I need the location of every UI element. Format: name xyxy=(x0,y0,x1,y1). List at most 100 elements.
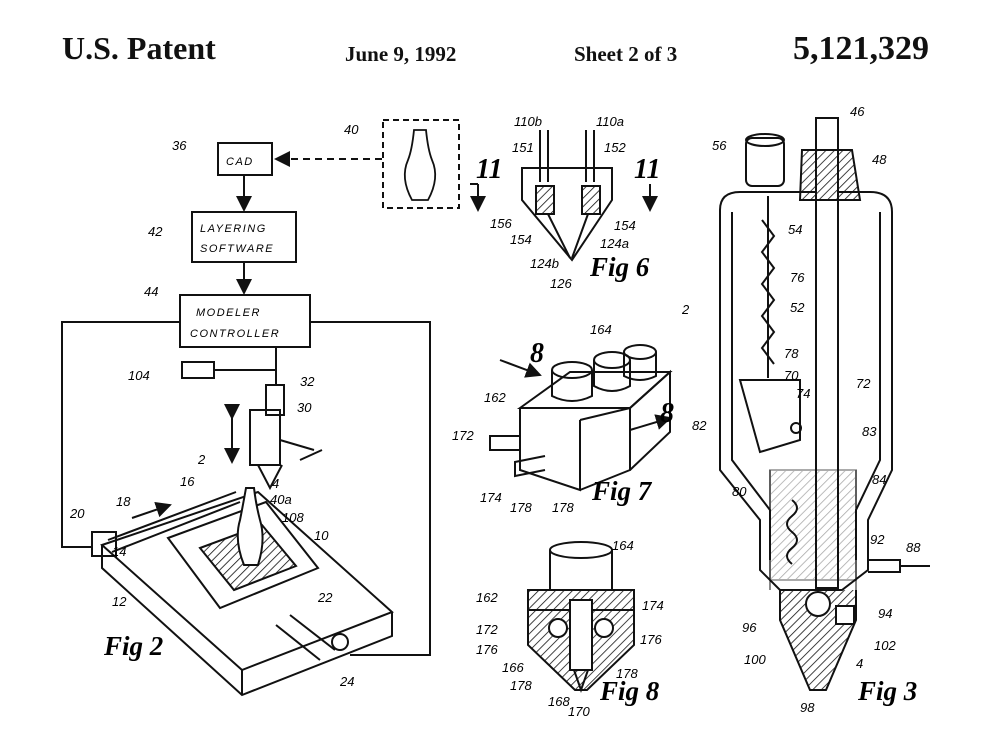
ref-2-fig3: 2 xyxy=(681,302,690,317)
ref-96: 96 xyxy=(742,620,757,635)
ref-54: 54 xyxy=(788,222,802,237)
ref-162-fig8: 162 xyxy=(476,590,498,605)
section-11-left: 11 xyxy=(476,154,502,185)
component-104 xyxy=(181,361,215,379)
figure-3-text: 46 56 48 54 76 52 2 78 70 74 72 82 83 80… xyxy=(681,104,921,715)
ref-22: 22 xyxy=(317,590,333,605)
layering-label: LAYERING xyxy=(200,223,267,235)
ref-172-fig8: 172 xyxy=(476,622,498,637)
ref-166: 166 xyxy=(502,660,524,675)
ref-124a: 124a xyxy=(600,236,629,251)
ref-156: 156 xyxy=(490,216,512,231)
ref-110a: 110a xyxy=(596,114,624,129)
figure-6 xyxy=(470,130,658,262)
patent-title: U.S. Patent xyxy=(62,30,216,66)
figure-8 xyxy=(527,541,635,694)
figure-3 xyxy=(719,117,930,691)
modeler-label: MODELER xyxy=(196,307,261,319)
ref-80: 80 xyxy=(732,484,747,499)
section-11-right: 11 xyxy=(634,154,660,185)
ref-10: 10 xyxy=(314,528,329,543)
ref-84: 84 xyxy=(872,472,886,487)
object-box xyxy=(382,119,460,209)
ref-16: 16 xyxy=(180,474,195,489)
ref-164: 164 xyxy=(590,322,612,337)
figure-6-text: 11 11 110b 110a 151 152 156 154 154 124a… xyxy=(476,114,660,291)
ref-178-fig8-right: 178 xyxy=(616,666,638,681)
ref-24: 24 xyxy=(339,674,354,689)
ref-176-right: 176 xyxy=(640,632,662,647)
sheet-number: Sheet 2 of 3 xyxy=(574,42,678,66)
section-8-left: 8 xyxy=(530,338,544,369)
ref-48: 48 xyxy=(872,152,887,167)
controller-label: CONTROLLER xyxy=(190,328,280,340)
ref-42: 42 xyxy=(148,224,163,239)
figure-7 xyxy=(489,344,673,492)
section-8-right: 8 xyxy=(660,398,674,429)
ref-36: 36 xyxy=(172,138,187,153)
figure-2 xyxy=(61,119,460,697)
ref-82: 82 xyxy=(692,418,707,433)
ref-164-fig8: 164 xyxy=(612,538,634,553)
ref-154-left: 154 xyxy=(510,232,532,247)
ref-178-fig8-left: 178 xyxy=(510,678,532,693)
ref-172: 172 xyxy=(452,428,474,443)
ref-72: 72 xyxy=(856,376,871,391)
ref-108: 108 xyxy=(282,510,304,525)
ref-178-left: 178 xyxy=(510,500,532,515)
ref-152: 152 xyxy=(604,140,626,155)
ref-83: 83 xyxy=(862,424,877,439)
ref-4-fig3: 4 xyxy=(856,656,863,671)
ref-92: 92 xyxy=(870,532,885,547)
ref-168: 168 xyxy=(548,694,570,709)
fig-6-caption: Fig 6 xyxy=(589,252,650,282)
ref-124b: 124b xyxy=(530,256,559,271)
patent-date: June 9, 1992 xyxy=(345,42,457,66)
ref-94: 94 xyxy=(878,606,892,621)
ref-110b: 110b xyxy=(514,114,542,129)
ref-176-left: 176 xyxy=(476,642,498,657)
cad-label: CAD xyxy=(226,156,254,168)
ref-56: 56 xyxy=(712,138,727,153)
ref-126: 126 xyxy=(550,276,572,291)
ref-40: 40 xyxy=(344,122,359,137)
ref-40a: 40a xyxy=(270,492,292,507)
software-label: SOFTWARE xyxy=(200,243,274,255)
ref-104: 104 xyxy=(128,368,150,383)
fig-3-caption: Fig 3 xyxy=(857,676,917,706)
ref-46: 46 xyxy=(850,104,865,119)
ref-12: 12 xyxy=(112,594,127,609)
ref-18: 18 xyxy=(116,494,131,509)
ref-174: 174 xyxy=(480,490,502,505)
ref-98: 98 xyxy=(800,700,815,715)
ref-88: 88 xyxy=(906,540,921,555)
figure-7-text: 8 8 164 162 172 174 178 178 Fig 7 xyxy=(452,322,674,515)
fig-8-caption: Fig 8 xyxy=(599,676,660,706)
ref-178-right: 178 xyxy=(552,500,574,515)
ref-100: 100 xyxy=(744,652,766,667)
figure-2-text: CAD LAYERING SOFTWARE MODELER CONTROLLER… xyxy=(69,122,359,689)
ref-154-right: 154 xyxy=(614,218,636,233)
ref-170: 170 xyxy=(568,704,590,719)
ref-52: 52 xyxy=(790,300,805,315)
figure-8-text: 164 162 174 172 176 176 166 178 178 168 … xyxy=(476,538,664,719)
patent-number: 5,121,329 xyxy=(793,30,929,67)
ref-20: 20 xyxy=(69,506,85,521)
ref-70: 70 xyxy=(784,368,799,383)
ref-32: 32 xyxy=(300,374,315,389)
ref-76: 76 xyxy=(790,270,805,285)
ref-174-fig8: 174 xyxy=(642,598,664,613)
ref-44: 44 xyxy=(144,284,158,299)
fig-7-caption: Fig 7 xyxy=(591,476,653,506)
fig-2-caption: Fig 2 xyxy=(103,631,163,661)
ref-2: 2 xyxy=(197,452,206,467)
ref-74: 74 xyxy=(796,386,810,401)
ref-14: 14 xyxy=(112,544,126,559)
ref-78: 78 xyxy=(784,346,799,361)
ref-102: 102 xyxy=(874,638,896,653)
ref-4: 4 xyxy=(272,476,279,491)
ref-162: 162 xyxy=(484,390,506,405)
ref-30: 30 xyxy=(297,400,312,415)
ref-151: 151 xyxy=(512,140,534,155)
